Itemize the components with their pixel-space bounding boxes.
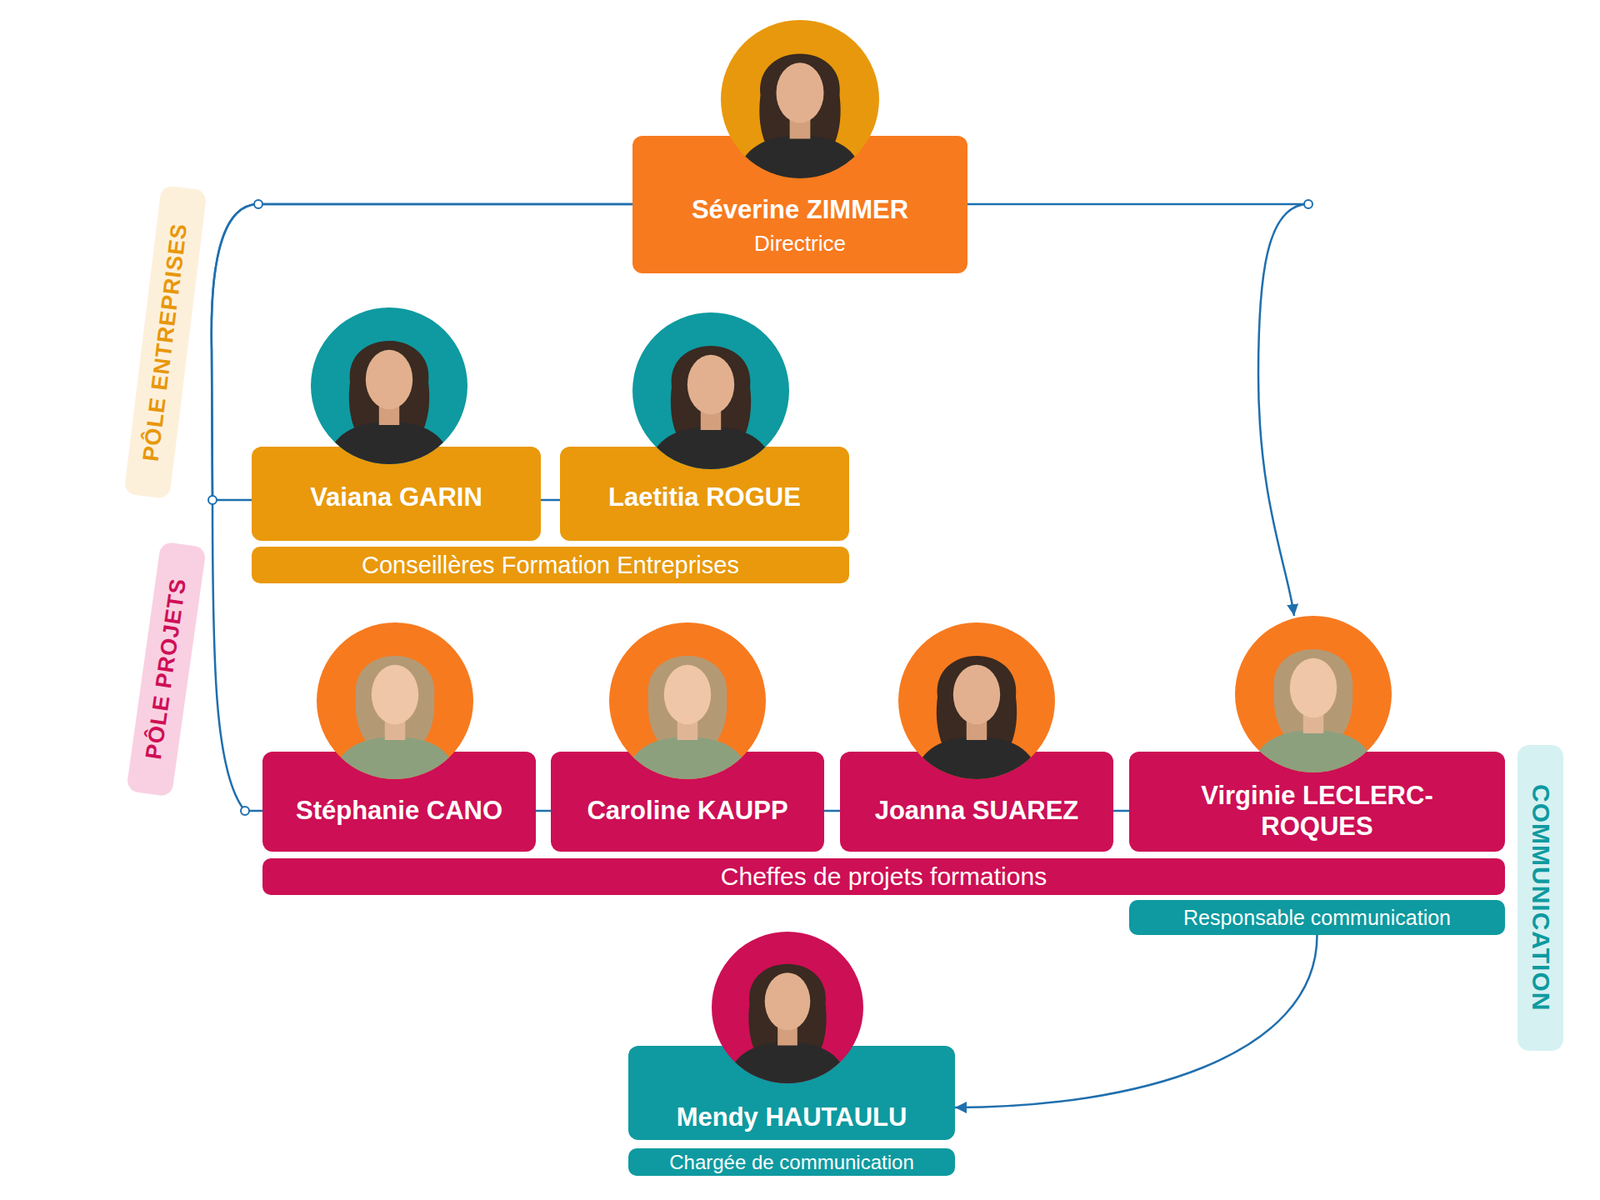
card-text: Vaiana GARIN	[260, 453, 533, 541]
person-card: Stéphanie CANO	[262, 622, 536, 852]
portrait	[326, 340, 452, 465]
junction-dot	[1304, 200, 1313, 209]
person-name: Joanna SUAREZ	[875, 795, 1080, 826]
band-text: Chargée de communication	[669, 1152, 915, 1173]
junction-dot	[208, 495, 217, 505]
person-name: Séverine ZIMMER	[691, 194, 909, 225]
card-text: Caroline KAUPP	[559, 770, 816, 852]
connector	[824, 810, 840, 813]
person-card: Vaiana GARIN	[251, 307, 541, 541]
person-card: Joanna SUAREZ	[840, 622, 1114, 852]
photo-circle	[310, 307, 468, 465]
photo-circle	[632, 312, 790, 470]
connector	[955, 935, 1318, 1108]
card-text: Joanna SUAREZ	[848, 770, 1105, 852]
person-name: Mendy HAUTAULU	[676, 1101, 908, 1133]
connector	[540, 499, 560, 502]
role-band: Chargée de communication	[628, 1148, 955, 1176]
junction-dot	[240, 806, 250, 815]
pole-label: PÔLE PROJETS	[125, 541, 206, 798]
card-text: Séverine ZIMMER Directrice	[640, 177, 960, 274]
band-text: Responsable communication	[1183, 907, 1451, 929]
pole-label: COMMUNICATION	[1517, 745, 1564, 1051]
photo	[1235, 615, 1392, 773]
junction-dot	[254, 200, 263, 209]
pole-name: COMMUNICATION	[1525, 784, 1556, 1011]
card-text: Virginie LECLERC-ROQUES	[1137, 770, 1497, 852]
connector	[1113, 810, 1130, 813]
director-card: Séverine ZIMMER Directrice	[632, 20, 968, 274]
person-card: Laetitia ROGUE	[560, 307, 850, 541]
person-card: Caroline KAUPP	[550, 622, 825, 852]
role-band: Cheffes de projets formations	[262, 858, 1505, 895]
photo	[310, 307, 468, 465]
pole-name: PÔLE PROJETS	[140, 576, 193, 761]
person-name: Caroline KAUPP	[586, 795, 788, 826]
person-name: Vaiana GARIN	[310, 481, 483, 513]
band-text: Conseillères Formation Entreprises	[361, 553, 740, 578]
pole-label: PÔLE ENTREPRISES	[123, 185, 207, 500]
photo-circle	[1235, 615, 1392, 773]
card-text: Mendy HAUTAULU	[636, 1095, 947, 1140]
person-card: Virginie LECLERC-ROQUES	[1129, 615, 1505, 852]
connector	[535, 810, 551, 813]
band-text: Cheffes de projets formations	[720, 864, 1047, 890]
pole-name: PÔLE ENTREPRISES	[137, 221, 194, 463]
card-text: Laetitia ROGUE	[568, 453, 841, 541]
photo	[632, 312, 790, 470]
connector	[967, 204, 1309, 616]
person-name: Laetitia ROGUE	[608, 481, 801, 513]
person-name: Stéphanie CANO	[295, 795, 503, 826]
connector-group	[211, 204, 1318, 1108]
card-text: Stéphanie CANO	[270, 770, 528, 852]
role-band: Conseillères Formation Entreprises	[251, 546, 850, 584]
role-band: Responsable communication	[1129, 900, 1505, 935]
person-card: Mendy HAUTAULU	[628, 931, 955, 1140]
person-role: Directrice	[754, 230, 846, 257]
person-name: Virginie LECLERC-ROQUES	[1167, 780, 1468, 842]
junction-dots	[208, 200, 1313, 815]
